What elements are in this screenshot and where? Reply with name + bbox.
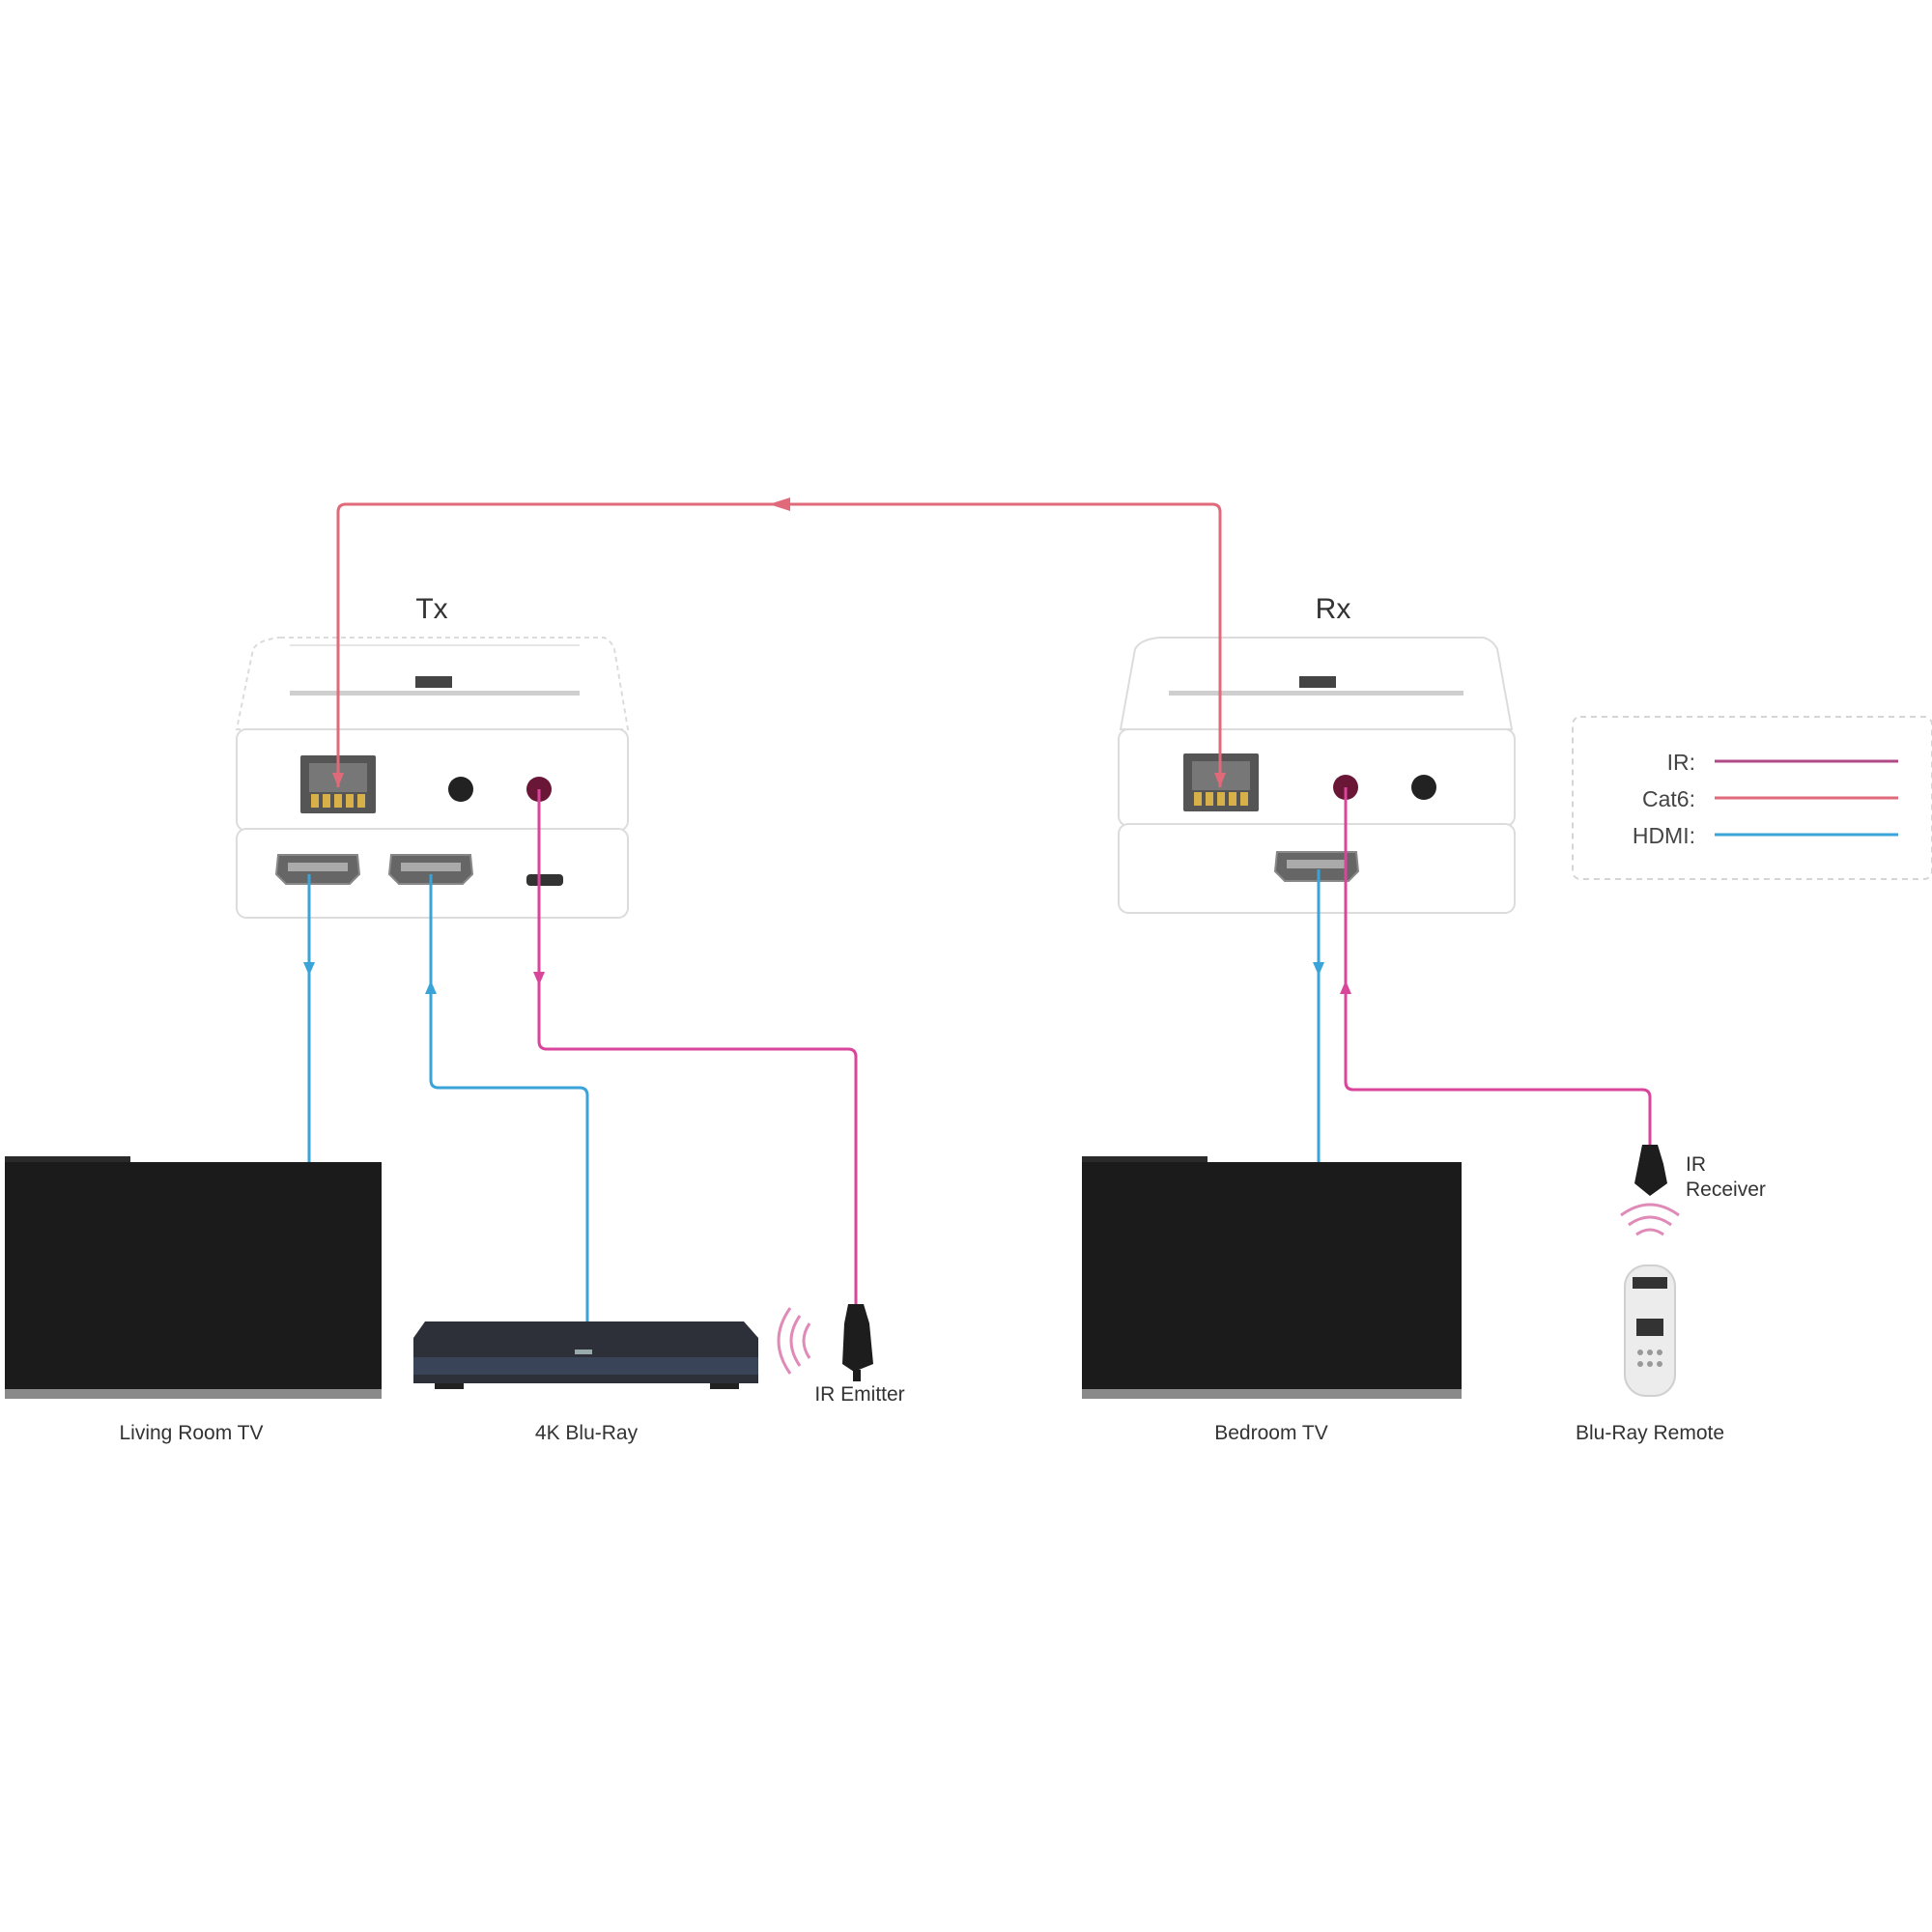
bedroom-tv: Bedroom TV — [1082, 1156, 1462, 1444]
hdmi-arrow — [303, 962, 315, 976]
tx-usb-port-icon — [526, 874, 563, 886]
tx-aux-port-icon — [448, 777, 473, 802]
ir-wave-icon — [1620, 1203, 1680, 1236]
bluray-label: 4K Blu-Ray — [535, 1422, 639, 1444]
ir-receiver: IR Receiver — [1620, 1145, 1766, 1236]
legend-label-hdmi: HDMI: — [1633, 823, 1695, 848]
ir-arrow — [1340, 980, 1351, 994]
hdmi-port-icon — [387, 854, 474, 885]
hdmi-port-icon — [274, 854, 361, 885]
cat6-arrow-tx — [332, 773, 344, 787]
ir-receiver-label-line1: IR — [1686, 1153, 1706, 1176]
ir-arrow — [533, 972, 545, 985]
cat6-arrow — [769, 497, 790, 511]
rx-unit: Rx — [1118, 593, 1516, 914]
legend: IR: Cat6: HDMI: — [1572, 716, 1932, 880]
legend-label-cat6: Cat6: — [1642, 786, 1695, 811]
tx-front-panel — [236, 728, 629, 832]
living-room-tv-label: Living Room TV — [119, 1422, 263, 1444]
ir-emitter-label: IR Emitter — [814, 1383, 904, 1406]
rx-aux-port-icon — [1411, 775, 1436, 800]
legend-label-ir: IR: — [1667, 750, 1695, 775]
tv-stand — [5, 1389, 382, 1399]
ir-emitter-icon — [842, 1304, 873, 1372]
tv-screen — [1082, 1162, 1462, 1394]
remote-control-icon: Blu-Ray Remote — [1576, 1264, 1724, 1444]
hdmi-cable-bluray — [429, 874, 589, 1325]
rx-front-panel — [1118, 728, 1516, 827]
hdmi-arrow — [425, 980, 437, 994]
ir-emitter-cable — [537, 789, 858, 1314]
ir-receiver-icon — [1634, 1145, 1667, 1196]
rx-brand-badge — [1299, 676, 1336, 688]
ir-emitter: IR Emitter — [777, 1304, 905, 1406]
hdmi-arrow — [1313, 962, 1324, 976]
living-room-tv: Living Room TV — [5, 1156, 382, 1444]
hdmi-port-icon — [1273, 851, 1360, 882]
tx-brand-badge — [415, 676, 452, 688]
tx-label: Tx — [415, 593, 447, 625]
bluray-player: 4K Blu-Ray — [413, 1321, 758, 1444]
ir-receiver-cable — [1344, 787, 1652, 1150]
bluray-remote-label: Blu-Ray Remote — [1576, 1422, 1724, 1444]
cat6-arrow-rx — [1214, 773, 1226, 787]
tv-stand — [1082, 1389, 1462, 1399]
rx-label: Rx — [1316, 593, 1351, 625]
tx-model-text — [290, 691, 580, 696]
ir-wave-icon — [777, 1307, 811, 1375]
tv-screen — [5, 1162, 382, 1394]
rx-model-text — [1169, 691, 1463, 696]
tx-unit: Tx — [235, 593, 630, 919]
ir-receiver-label-line2: Receiver — [1686, 1179, 1766, 1201]
bedroom-tv-label: Bedroom TV — [1214, 1422, 1328, 1444]
